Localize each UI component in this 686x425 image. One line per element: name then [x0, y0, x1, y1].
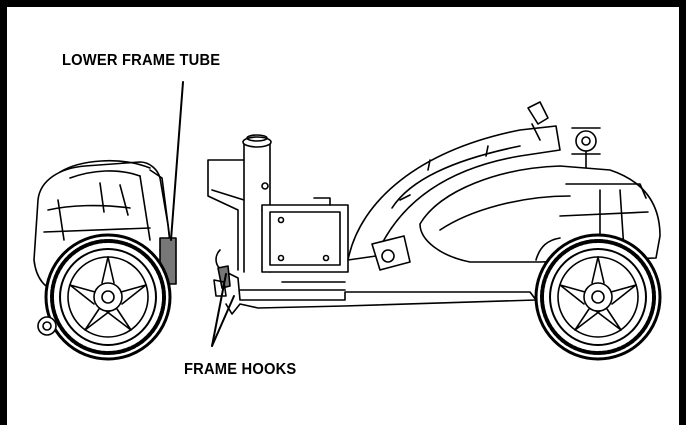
battery-box [261, 204, 349, 273]
front-section [207, 101, 662, 361]
frame-hooks-leader-1 [211, 273, 227, 347]
handlebar-knob [575, 130, 597, 152]
anti-tip-wheel [37, 316, 57, 336]
rear-shroud-top [59, 159, 151, 173]
lower-frame-tube-label: LOWER FRAME TUBE [62, 52, 221, 69]
rear-wheel [44, 233, 172, 361]
frame-base [225, 271, 537, 315]
tiller [347, 125, 561, 261]
frame-hooks-leader-2 [211, 295, 235, 347]
front-wheel [534, 233, 662, 361]
frame-hooks-label: FRAME HOOKS [184, 361, 297, 378]
lower-frame-tube-leader [170, 81, 184, 241]
front-upright [207, 159, 245, 271]
rear-section [33, 159, 177, 361]
